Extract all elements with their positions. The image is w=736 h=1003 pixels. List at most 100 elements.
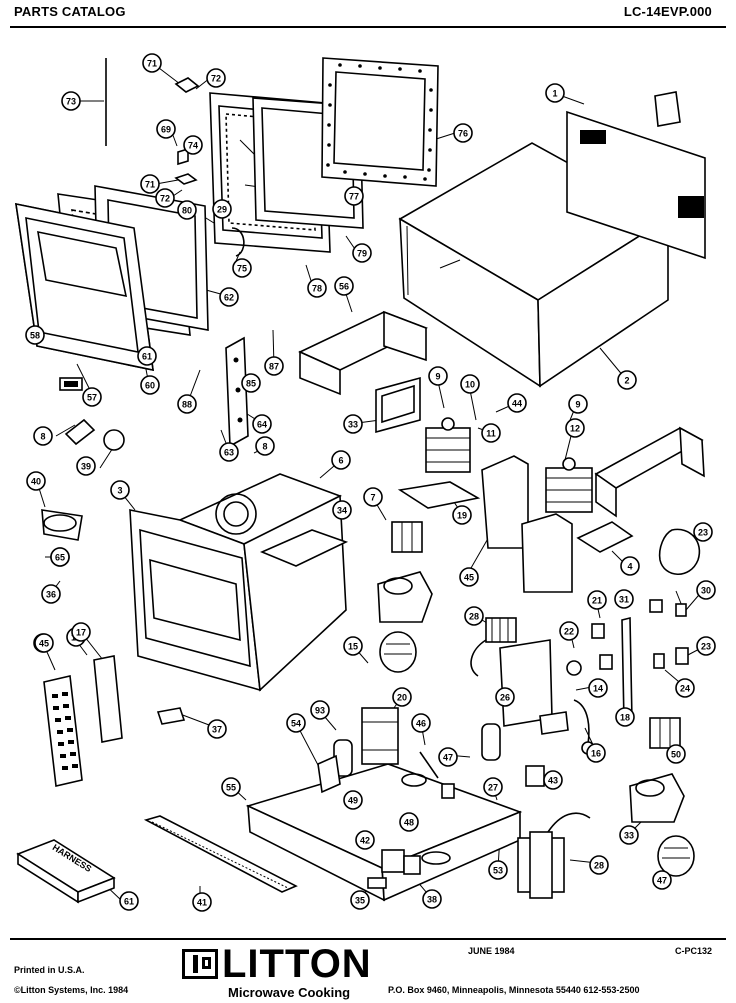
door-hinge-parts <box>174 77 200 185</box>
callout-circle <box>666 744 686 764</box>
callout-circle <box>219 442 239 462</box>
callout-number: 9 <box>575 400 580 410</box>
part-callout-41: 41 <box>192 892 212 912</box>
part-callout-37: 37 <box>207 719 227 739</box>
callout-number: 23 <box>698 528 708 538</box>
callout-number: 47 <box>443 753 453 763</box>
rear-cover <box>566 110 706 260</box>
callout-circle <box>438 747 458 767</box>
callout-circle <box>488 860 508 880</box>
callout-number: 12 <box>570 424 580 434</box>
callout-circle <box>221 777 241 797</box>
part-callout-30: 30 <box>696 580 716 600</box>
part-callout-60: 60 <box>140 375 160 395</box>
callout-circle <box>241 373 261 393</box>
part-callout-55: 55 <box>221 777 241 797</box>
callout-circle <box>137 346 157 366</box>
control-panel <box>43 675 83 787</box>
callout-number: 34 <box>337 506 347 516</box>
part-callout-50: 50 <box>666 744 686 764</box>
callout-circle <box>219 287 239 307</box>
part-callout-26: 26 <box>495 687 515 707</box>
part-callout-73: 73 <box>61 91 81 111</box>
part-callout-18: 18 <box>615 707 635 727</box>
part-callout-9: 9 <box>568 394 588 414</box>
catalog-date: JUNE 1984 <box>468 946 515 956</box>
callout-circle <box>140 375 160 395</box>
callout-circle <box>495 687 515 707</box>
callout-circle <box>140 174 160 194</box>
callout-number: 3 <box>117 486 122 496</box>
part-callout-61: 61 <box>137 346 157 366</box>
callout-number: 28 <box>594 861 604 871</box>
part-callout-29: 29 <box>212 199 232 219</box>
callout-number: 60 <box>145 381 155 391</box>
part-callout-1: 1 <box>545 83 565 103</box>
callout-number: 18 <box>620 713 630 723</box>
header-rule <box>10 26 726 28</box>
wire-connector <box>156 707 186 725</box>
litton-logo-icon <box>182 949 218 979</box>
callout-circle <box>399 812 419 832</box>
part-callout-53: 53 <box>488 860 508 880</box>
callout-number: 71 <box>145 180 155 190</box>
callout-number: 71 <box>147 59 157 69</box>
callout-circle <box>110 480 130 500</box>
callout-circle <box>212 199 232 219</box>
part-callout-33: 33 <box>619 825 639 845</box>
part-callout-71: 71 <box>140 174 160 194</box>
callout-number: 33 <box>624 831 634 841</box>
callout-number: 29 <box>217 205 227 215</box>
relay-2 <box>649 717 681 749</box>
callout-number: 62 <box>224 293 234 303</box>
callout-circle <box>156 119 176 139</box>
part-callout-23: 23 <box>693 522 713 542</box>
brand-name: LITTON <box>222 942 372 986</box>
part-callout-12: 12 <box>565 418 585 438</box>
callout-number: 93 <box>315 706 325 716</box>
callout-circle <box>155 188 175 208</box>
part-callout-69: 69 <box>156 119 176 139</box>
part-callout-8: 8 <box>255 436 275 456</box>
callout-number: 22 <box>564 627 574 637</box>
part-callout-3: 3 <box>110 480 130 500</box>
part-callout-80: 80 <box>177 200 197 220</box>
callout-number: 77 <box>349 192 359 202</box>
callout-number: 33 <box>348 420 358 430</box>
part-callout-2: 2 <box>617 370 637 390</box>
callout-circle <box>76 456 96 476</box>
part-callout-58: 58 <box>25 325 45 345</box>
callout-number: 47 <box>657 876 667 886</box>
wire-harness-box: HARNESS <box>16 839 116 904</box>
door-front-cover <box>15 202 154 372</box>
callout-circle <box>207 719 227 739</box>
callout-circle <box>332 500 352 520</box>
part-callout-56: 56 <box>334 276 354 296</box>
callout-circle <box>568 394 588 414</box>
callout-circle <box>619 825 639 845</box>
callout-circle <box>565 418 585 438</box>
callout-circle <box>331 450 351 470</box>
callout-circle <box>307 278 327 298</box>
part-callout-78: 78 <box>307 278 327 298</box>
part-callout-63: 63 <box>219 442 239 462</box>
callout-number: 14 <box>593 684 603 694</box>
part-callout-40: 40 <box>26 471 46 491</box>
part-callout-62: 62 <box>219 287 239 307</box>
model-number: LC-14EVP.000 <box>623 4 712 19</box>
callout-circle <box>460 374 480 394</box>
callout-number: 7 <box>370 493 375 503</box>
callout-number: 74 <box>188 141 198 151</box>
callout-circle <box>696 636 716 656</box>
part-callout-87: 87 <box>264 356 284 376</box>
part-callout-14: 14 <box>588 678 608 698</box>
filament-transformer <box>517 812 591 899</box>
footer-rule <box>10 938 726 940</box>
callout-number: 49 <box>348 796 358 806</box>
callout-circle <box>71 622 91 642</box>
part-callout-71: 71 <box>142 53 162 73</box>
cooling-fan-2 <box>657 835 695 877</box>
callout-circle <box>587 590 607 610</box>
callout-number: 48 <box>404 818 414 828</box>
callout-number: 11 <box>486 429 496 439</box>
